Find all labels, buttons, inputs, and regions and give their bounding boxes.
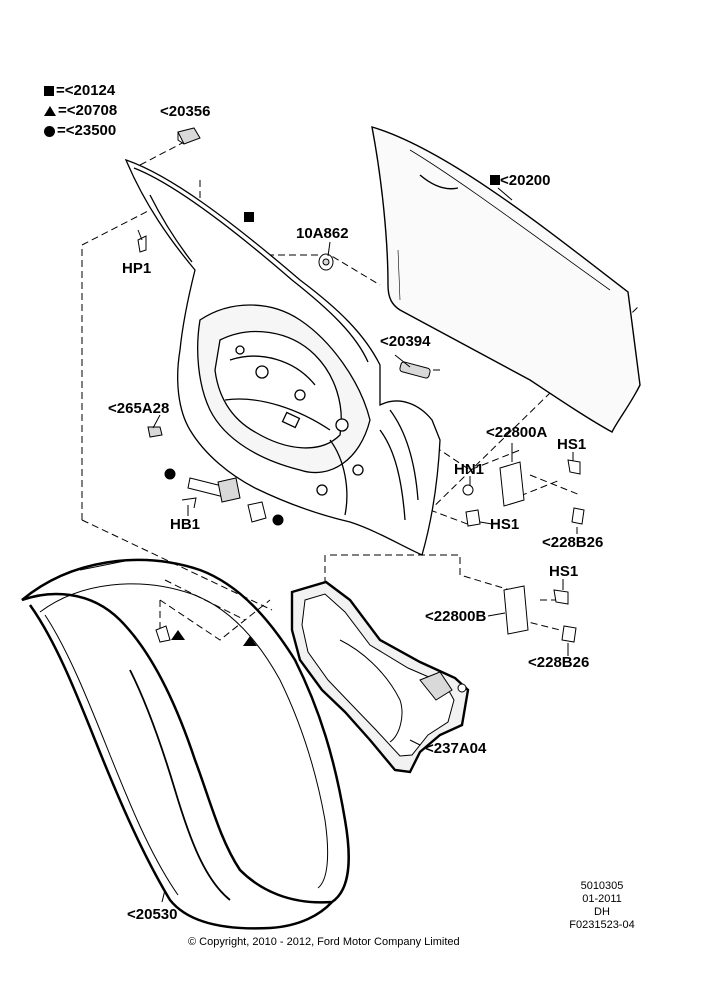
callout-hn1: HN1 <box>454 461 485 478</box>
callout-10a862: 10A862 <box>296 225 349 242</box>
callout-265a28: <265A28 <box>108 400 170 417</box>
triangle-symbol-icon <box>44 106 56 117</box>
legend-row-circle: =<23500 <box>44 122 116 139</box>
callout-22800b: <22800B <box>425 608 487 625</box>
leader-solid-lines <box>137 187 578 903</box>
info-block: 5010305 01-2011 DH F0231523-04 <box>566 880 638 932</box>
square-symbol-icon <box>44 86 54 97</box>
square-marker-20200 <box>490 175 500 185</box>
door-weatherstrip <box>21 558 350 930</box>
info-line-2: 01-2011 <box>582 893 622 905</box>
callout-20356: <20356 <box>160 103 211 120</box>
callout-hp1: HP1 <box>122 260 152 277</box>
circle-marker-right <box>272 514 284 526</box>
info-line-3: DH <box>594 906 610 918</box>
legend-text-triangle: =<20708 <box>58 102 118 119</box>
copyright-text: © Copyright, 2010 - 2012, Ford Motor Com… <box>188 936 460 948</box>
small-parts <box>137 127 585 643</box>
square-marker <box>244 212 254 222</box>
circle-marker-left <box>164 468 176 480</box>
callout-20530: <20530 <box>127 906 178 923</box>
callout-hs1-low: HS1 <box>549 563 579 580</box>
callout-hb1: HB1 <box>170 516 201 533</box>
legend-text-square: =<20124 <box>56 82 116 99</box>
callout-hs1-mid: HS1 <box>490 516 520 533</box>
info-line-1: 5010305 <box>580 880 624 892</box>
circle-symbol-icon <box>44 125 55 137</box>
callout-237a04: <237A04 <box>425 740 487 757</box>
callout-20200: <20200 <box>500 172 551 189</box>
callout-228b26-low: <228B26 <box>528 654 590 671</box>
callout-228b26-top: <228B26 <box>542 534 604 551</box>
callout-20394: <20394 <box>380 333 431 350</box>
info-line-4: F0231523-04 <box>569 919 635 931</box>
callout-hs1-top: HS1 <box>557 436 587 453</box>
legend-row-square: =<20124 <box>44 82 115 99</box>
triangle-marker-small <box>171 630 185 640</box>
callout-markers <box>164 175 500 646</box>
legend-text-circle: =<23500 <box>57 122 117 139</box>
legend-row-triangle: =<20708 <box>44 102 117 119</box>
callout-22800a: <22800A <box>486 424 548 441</box>
inner-door-frame <box>124 158 441 556</box>
door-trim-panel <box>290 580 470 774</box>
outer-door-panel <box>371 126 641 433</box>
triangle-marker <box>243 636 257 646</box>
